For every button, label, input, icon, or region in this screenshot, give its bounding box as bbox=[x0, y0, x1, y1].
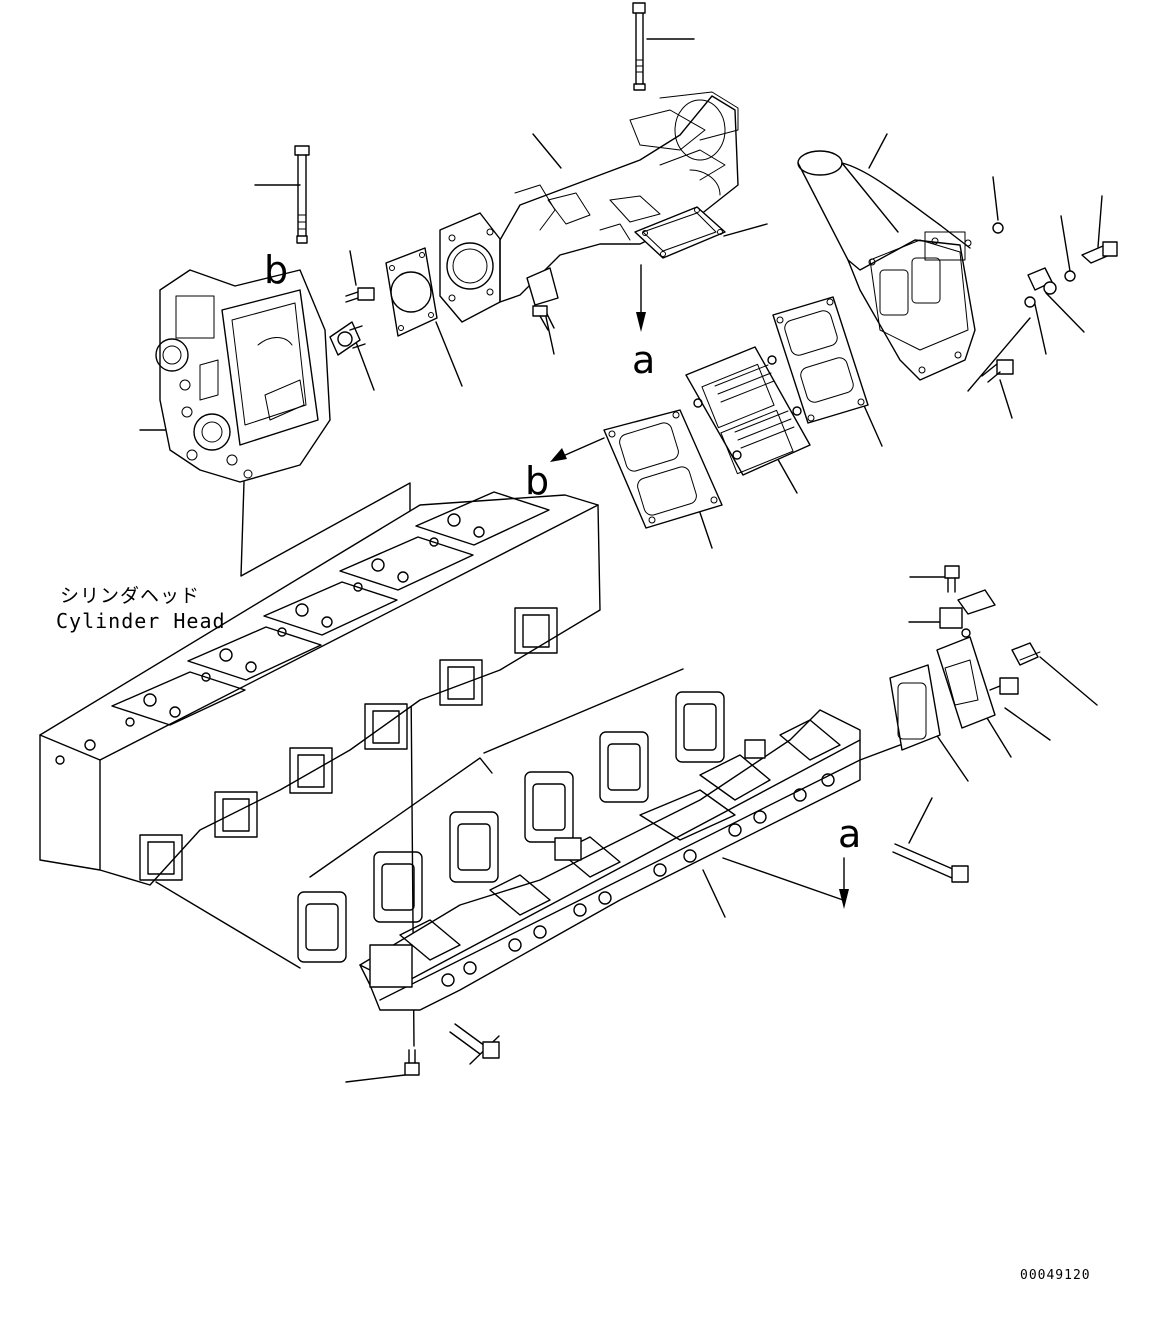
flange-fitting bbox=[329, 321, 366, 356]
twin-gasket-right bbox=[772, 296, 869, 424]
long-bolt-left bbox=[294, 145, 310, 244]
manifold-gaskets bbox=[297, 691, 725, 963]
sensor-group bbox=[889, 565, 1041, 751]
exhaust-elbow bbox=[797, 150, 976, 381]
leader-lines bbox=[139, 38, 1103, 1083]
square-gasket bbox=[385, 247, 438, 337]
small-gasket bbox=[634, 206, 726, 259]
screen-core bbox=[685, 346, 811, 476]
cylinder-head-label-jp: シリンダヘッド bbox=[60, 585, 201, 607]
callout-a-top: a bbox=[632, 338, 656, 382]
long-bolt-top bbox=[632, 2, 646, 91]
document-number: 00049120 bbox=[1020, 1268, 1091, 1283]
cylinder-head-block bbox=[39, 491, 601, 886]
exhaust-connector bbox=[439, 91, 739, 323]
callout-b-mid: b bbox=[525, 459, 550, 503]
bolt-flange bbox=[345, 287, 375, 303]
callout-b-left: b bbox=[264, 248, 289, 292]
manifold-bolts bbox=[404, 843, 969, 1076]
callout-a-lower: a bbox=[838, 812, 862, 856]
cylinder-head-label-en: Cylinder Head bbox=[56, 609, 226, 633]
bolt-connector bbox=[532, 305, 555, 331]
twin-gasket-left bbox=[603, 409, 723, 529]
elbow-hardware bbox=[981, 222, 1118, 383]
exhaust-manifold bbox=[359, 709, 861, 1011]
turbocharger bbox=[155, 269, 331, 483]
